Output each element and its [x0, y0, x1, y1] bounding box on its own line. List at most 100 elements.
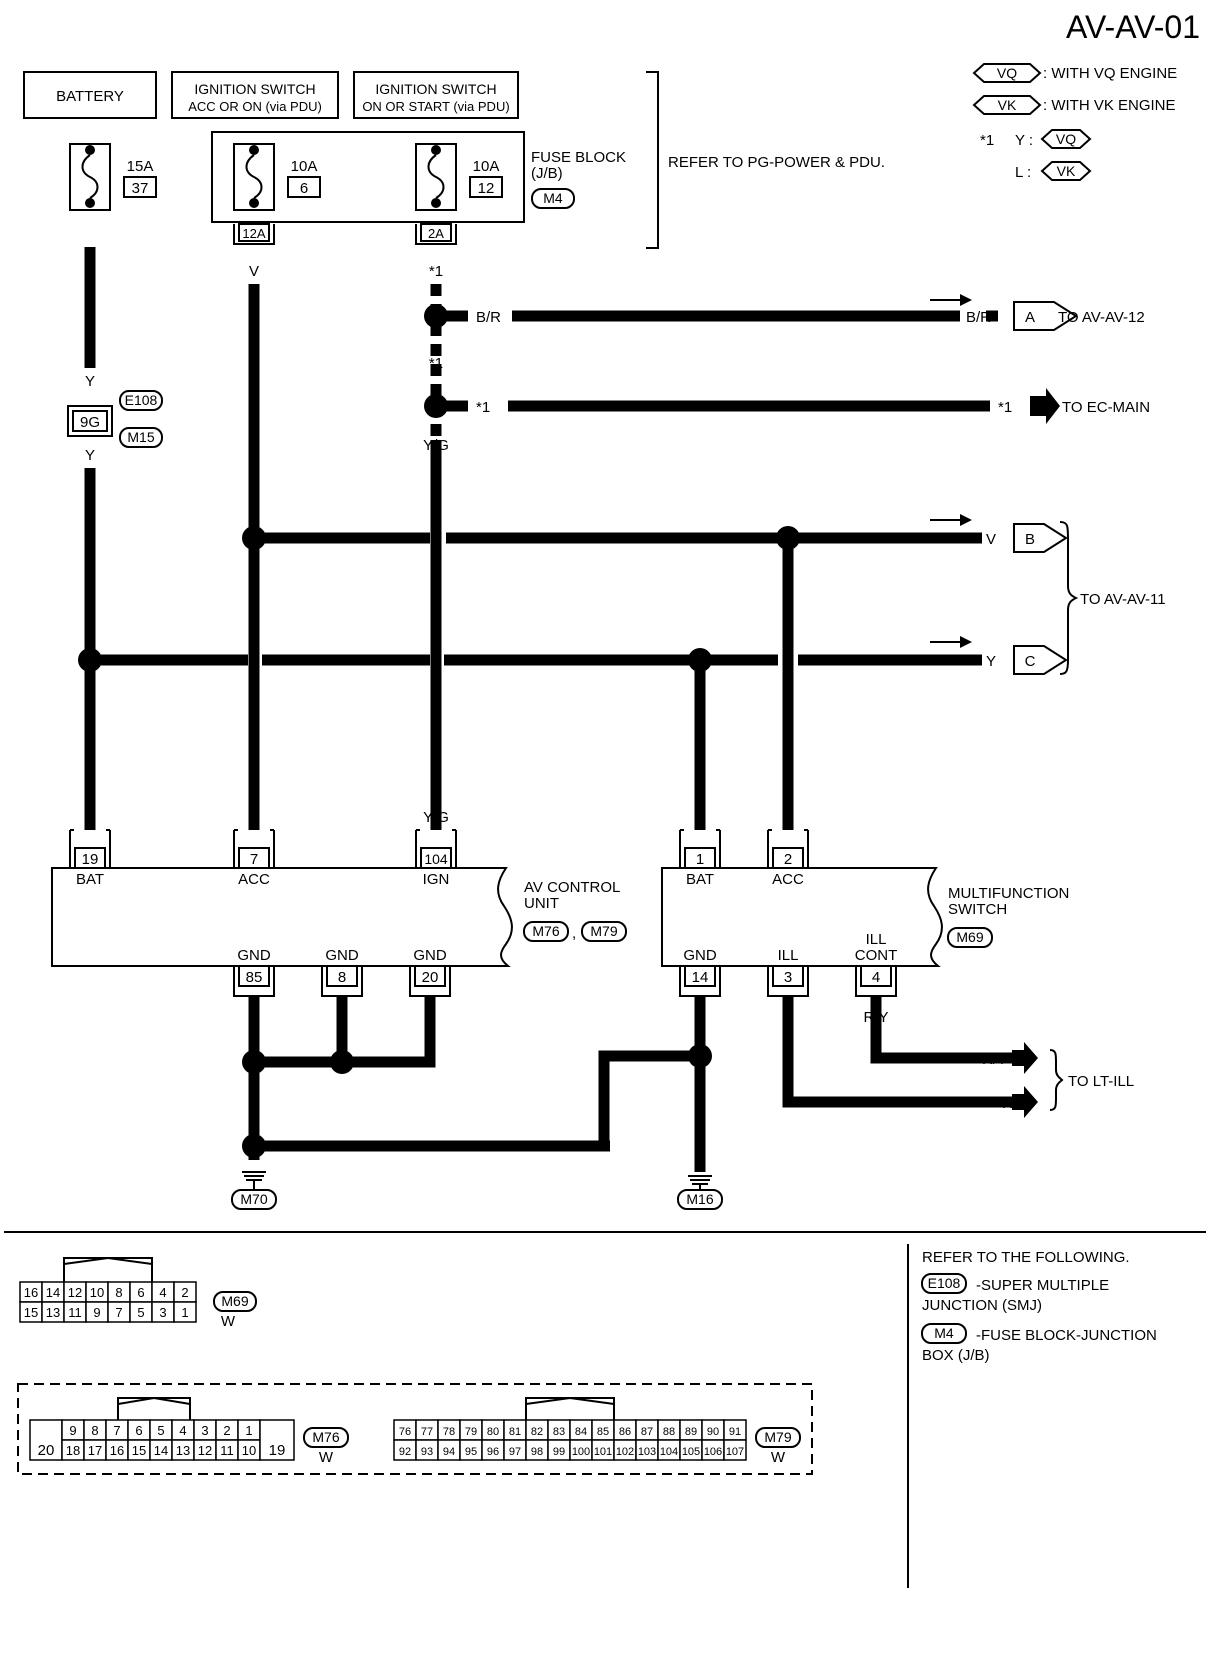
av-pin-85-label: GND	[237, 947, 271, 964]
mf-switch-line2: SWITCH	[948, 901, 1007, 918]
connector-pin-cell	[723, 1439, 747, 1461]
av-pin-7	[233, 829, 275, 869]
wlabel-y-5: Y	[695, 809, 705, 826]
fuse-6	[233, 143, 275, 211]
output-a: A	[1025, 309, 1035, 326]
connector-pin-number: 7	[115, 1305, 122, 1320]
av-control-unit	[51, 867, 513, 967]
output-b: B	[1025, 531, 1035, 548]
refer-e108-text2: JUNCTION (SMJ)	[922, 1297, 1042, 1314]
av-unit-sep: ,	[572, 925, 576, 942]
battery-box	[23, 71, 157, 119]
fuse-block-conn: M4	[543, 190, 563, 206]
connector-pin-number: 96	[487, 1446, 499, 1458]
mf-pin-3-label: ILL	[778, 947, 799, 964]
connector-pin-number: 89	[685, 1426, 697, 1438]
wlabel-br-1: B/R	[476, 309, 501, 326]
connector-pin-cell	[259, 1419, 295, 1461]
legend-star: *1	[980, 132, 994, 149]
ground-m16	[677, 1175, 723, 1210]
legend-l: L :	[1015, 164, 1031, 181]
av-pin-85	[233, 965, 275, 997]
connector-pin-number: 105	[682, 1446, 700, 1458]
connector-pin-number: 16	[24, 1285, 38, 1300]
arrow-b	[1013, 523, 1068, 553]
connector-pin-number: 9	[93, 1305, 100, 1320]
mf-pin-1-num: 1	[696, 851, 704, 868]
fuse-block	[211, 131, 525, 223]
connector-pin-number: 76	[399, 1426, 411, 1438]
arrow-ec	[1030, 388, 1060, 424]
junction-e108: E108	[125, 392, 158, 408]
fuse-37	[69, 143, 111, 211]
ground-m16-label: M16	[686, 1191, 713, 1207]
wlabel-b-4: B	[249, 1093, 259, 1110]
av-unit-conn2: M79	[590, 923, 617, 939]
term-12a-bracket	[233, 224, 275, 245]
refer-m4-text1: -FUSE BLOCK-JUNCTION	[976, 1327, 1157, 1344]
av-pin-8-num: 8	[338, 969, 346, 986]
connector-pin-number: 13	[46, 1305, 60, 1320]
connector-pin-number: 6	[137, 1285, 144, 1300]
wlabel-v-3: V	[249, 809, 259, 826]
connector-pin-number: 77	[421, 1426, 433, 1438]
mf-pin-4-label2: CONT	[855, 947, 898, 964]
connector-pin-number: 7	[113, 1423, 120, 1438]
refer-pg: REFER TO PG-POWER & PDU.	[668, 154, 885, 171]
fuse-37-no: 37	[132, 180, 149, 197]
mf-pin-14	[679, 965, 721, 997]
wlabel-yg-2: Y/G	[423, 809, 449, 826]
connector-pin-number: 88	[663, 1426, 675, 1438]
legend-l-vk: VK	[1057, 163, 1076, 179]
connector-pin-number: 17	[88, 1443, 102, 1458]
page-title: AV-AV-01	[1066, 9, 1200, 45]
ign-acc-box	[171, 71, 339, 119]
multifunction-switch	[661, 867, 943, 967]
connector-pin-number: 15	[24, 1305, 38, 1320]
connector-pin-number: 78	[443, 1426, 455, 1438]
av-unit-line1: AV CONTROL	[524, 879, 620, 896]
legend-vk-text: : WITH VK ENGINE	[1043, 97, 1176, 114]
connector-pin-number: 103	[638, 1446, 656, 1458]
refer-e108-badge: E108	[928, 1275, 961, 1291]
connector-pin-number: 93	[421, 1446, 433, 1458]
av-pin-19	[69, 829, 111, 869]
wlabel-star-3: *1	[476, 399, 490, 416]
ground-m70	[231, 1171, 277, 1210]
arrow-c	[1013, 645, 1068, 675]
refer-m4-text2: BOX (J/B)	[922, 1347, 990, 1364]
legend-vk-badge: VK	[998, 97, 1017, 113]
output-c: C	[1025, 653, 1036, 670]
connector-pin-number: 101	[594, 1446, 612, 1458]
connector-pin-number: 6	[135, 1423, 142, 1438]
wlabel-star-2: *1	[429, 355, 443, 372]
wlabel-b-3: B	[425, 1009, 435, 1026]
wire-r	[782, 996, 1012, 1108]
connector-pin-number: 94	[443, 1446, 455, 1458]
connector-pin-cell	[173, 1301, 197, 1323]
ign-on-box	[353, 71, 519, 119]
connector-pin-number: 92	[399, 1446, 411, 1458]
connector-pin-number: 3	[201, 1423, 208, 1438]
av-pin-104-num: 104	[424, 851, 448, 867]
connector-pin-number: 80	[487, 1426, 499, 1438]
mf-pin-4	[855, 965, 897, 997]
wlabel-r-1: R	[783, 1009, 794, 1026]
mf-pin-1-label: BAT	[686, 871, 714, 888]
connector-m69-id: M69	[221, 1293, 248, 1309]
connector-pin-number: 2	[181, 1285, 188, 1300]
junction-9g	[67, 405, 113, 437]
mf-pin-2-label: ACC	[772, 871, 804, 888]
connector-pin-number: 97	[509, 1446, 521, 1458]
connector-pin-number: 13	[176, 1443, 190, 1458]
connector-pin-number: 3	[159, 1305, 166, 1320]
connector-pin-number: 83	[553, 1426, 565, 1438]
term-2a: 2A	[428, 226, 444, 241]
connector-pin-number: 102	[616, 1446, 634, 1458]
wlabel-y-2: Y	[85, 373, 95, 390]
connector-pin-number: 82	[531, 1426, 543, 1438]
wlabel-r-2: R	[1002, 1095, 1013, 1112]
connector-pin-number: 100	[572, 1446, 590, 1458]
